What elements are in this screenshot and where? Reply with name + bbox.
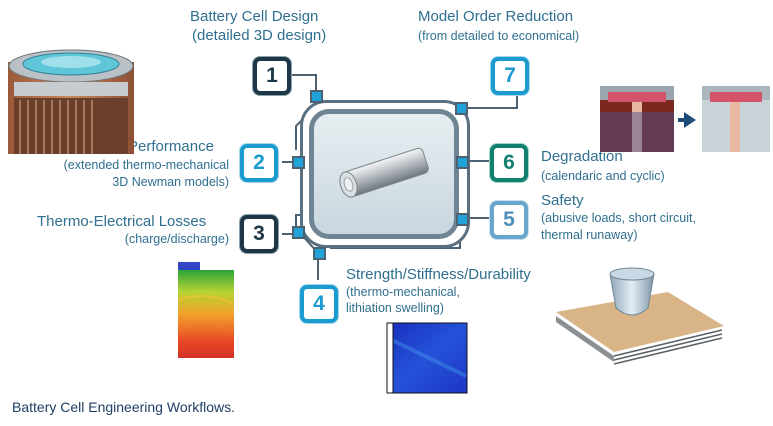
workflow-7-title: Model Order Reduction: [418, 8, 574, 25]
thermal-contour-image: [177, 262, 235, 358]
workflow-3-subtitle: (charge/discharge): [124, 232, 229, 246]
port-2: [292, 156, 305, 169]
port-4: [313, 247, 326, 260]
workflow-1-subtitle: (detailed 3D design): [192, 27, 327, 44]
workflow-2-subtitle-line1: (extended thermo-mechanical: [63, 158, 229, 172]
workflow-2-subtitle-line2: 3D Newman models): [112, 175, 229, 189]
workflow-7-subtitle: (from detailed to economical): [418, 29, 580, 43]
workflow-1-title: Battery Cell Design: [190, 8, 319, 25]
workflow-5-subtitle-line2: thermal runaway): [541, 228, 638, 242]
workflow-number-4: 4: [300, 285, 338, 323]
port-6: [456, 156, 469, 169]
workflow-number-3: 3: [240, 215, 278, 253]
port-7: [455, 102, 468, 115]
degradation-image: [600, 86, 770, 152]
safety-impact-image: [550, 256, 726, 366]
cylindrical-cell-icon: [339, 147, 429, 198]
workflow-6-title: Degradation: [541, 148, 623, 165]
port-1: [310, 90, 323, 103]
workflow-4-title: Strength/Stiffness/Durability: [346, 266, 531, 283]
central-cell-panel: [309, 109, 459, 239]
stiffness-contour-image: [386, 322, 468, 394]
workflow-3-title: Thermo-Electrical Losses: [37, 213, 207, 230]
cell-cutaway-image: [8, 49, 134, 154]
port-5: [456, 213, 469, 226]
workflow-5-subtitle-line1: (abusive loads, short circuit,: [541, 211, 696, 225]
workflow-4-subtitle-line2: lithiation swelling): [346, 301, 444, 315]
workflow-5-title: Safety: [541, 192, 584, 209]
port-3: [292, 226, 305, 239]
workflow-number-7: 7: [491, 57, 529, 95]
workflow-number-5: 5: [490, 201, 528, 239]
workflow-number-6: 6: [490, 144, 528, 182]
workflow-6-subtitle: (calendaric and cyclic): [541, 169, 665, 183]
workflow-number-1: 1: [253, 57, 291, 95]
workflow-number-2: 2: [240, 144, 278, 182]
workflow-4-subtitle-line1: (thermo-mechanical,: [346, 285, 460, 299]
figure-caption: Battery Cell Engineering Workflows.: [12, 399, 236, 415]
